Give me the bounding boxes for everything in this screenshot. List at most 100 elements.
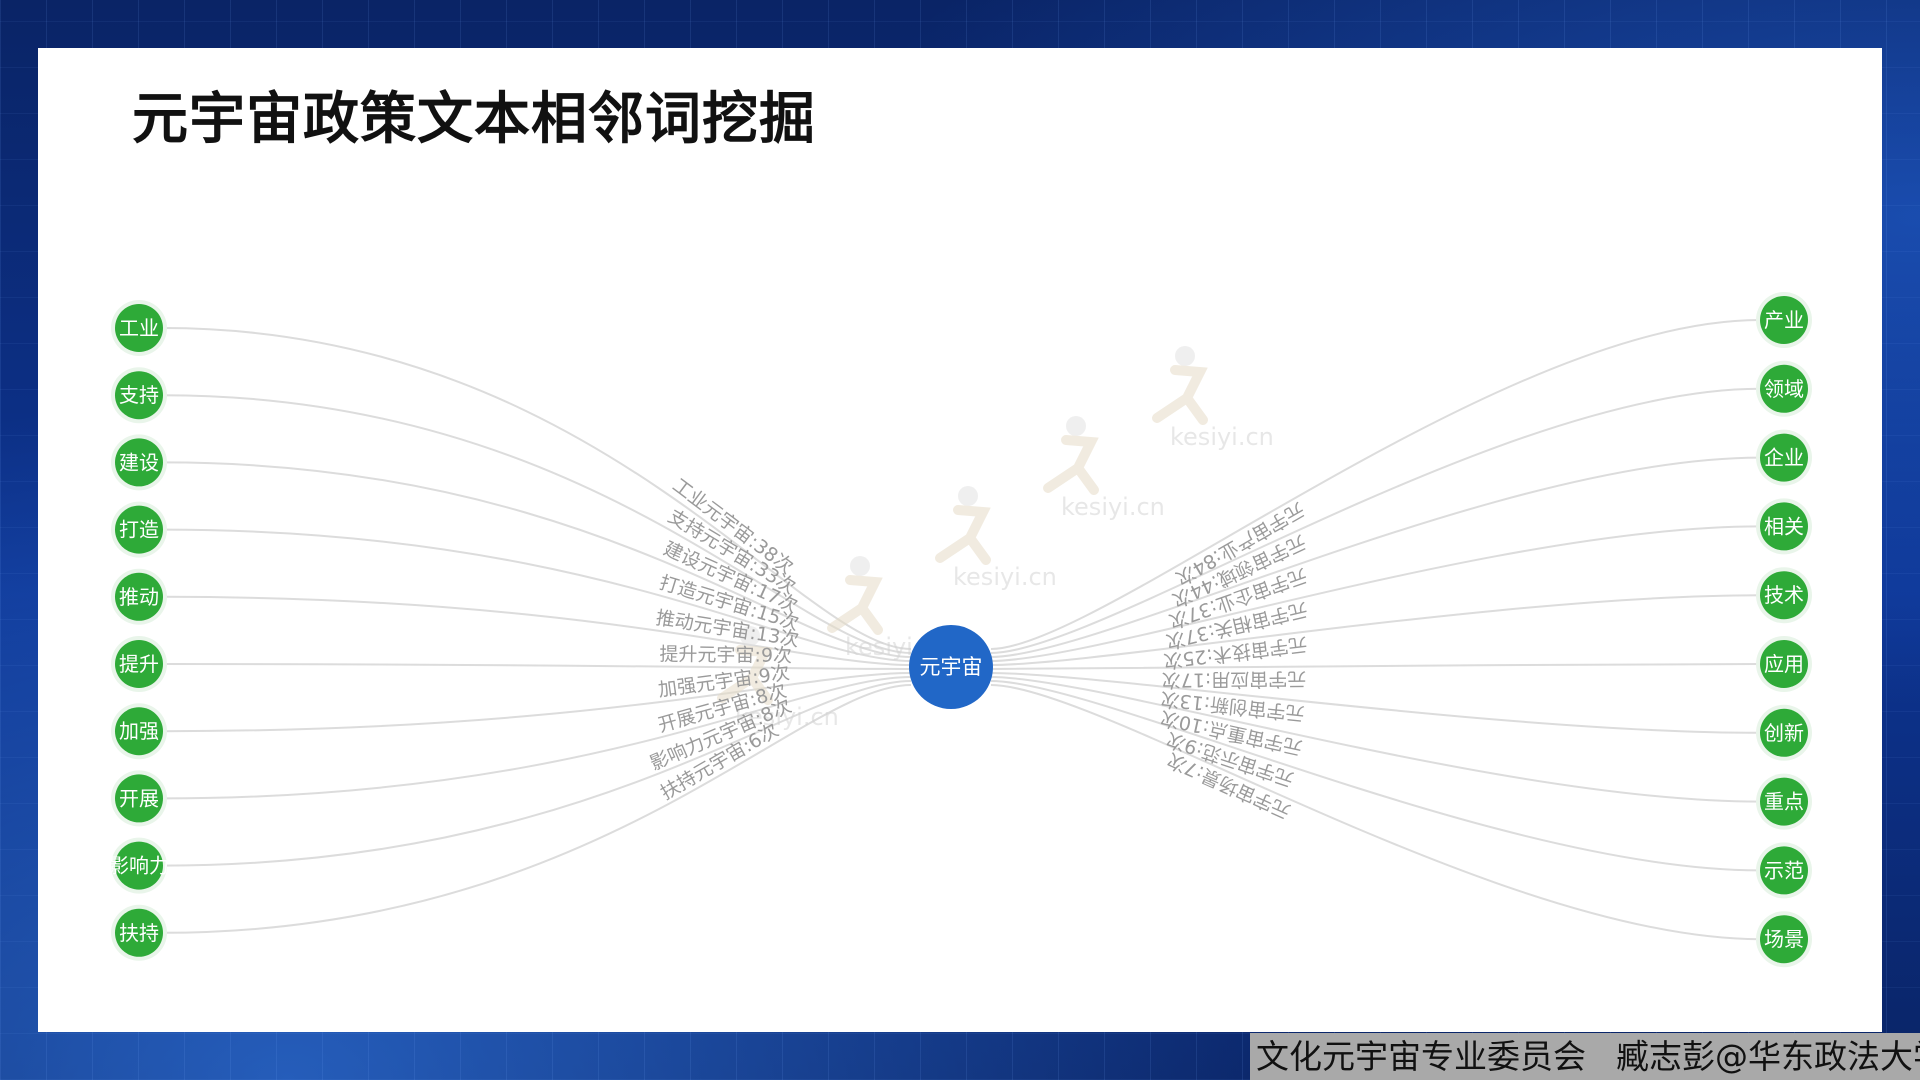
watermark-figure-body [827,575,883,635]
right-node-label: 重点 [1764,790,1804,814]
right-node-label: 场景 [1764,927,1804,951]
watermark-text: kesiyi.cn [953,563,1057,591]
right-node[interactable]: 重点 [1756,773,1812,830]
left-edge [162,461,912,658]
right-edge [990,387,1761,654]
right-node-label: 创新 [1764,721,1804,745]
left-node-label: 影响力 [109,854,169,878]
footer-org: 文化元宇宙专业委员会 [1256,1037,1586,1076]
right-node[interactable]: 场景 [1756,911,1812,968]
left-node-circle [115,371,163,420]
slide-title: 元宇宙政策文本相邻词挖掘 [132,87,816,152]
left-node[interactable]: 打造 [111,501,167,558]
watermark-figure-body [1152,365,1208,425]
right-node-circle [1760,296,1808,344]
footer-bar: 文化元宇宙专业委员会臧志彭@华东政法大学 [1250,1033,1920,1080]
watermark: kesiyi.cn [717,626,839,731]
watermark-figure-body [717,645,773,705]
left-node[interactable]: 开展 [111,770,167,827]
right-edge [990,594,1761,666]
right-node-label: 应用 [1764,652,1804,676]
right-edge [990,684,1761,941]
left-node-circle [115,505,163,554]
right-edge [990,319,1761,650]
right-node-circle [1760,915,1808,964]
footer-author: 臧志彭@华东政法大学 [1616,1037,1920,1076]
watermark-figure-head [1066,416,1086,436]
right-edge [990,456,1761,658]
left-node[interactable]: 支持 [111,367,167,424]
right-node-circle [1760,433,1808,482]
left-node-label: 提升 [119,652,159,676]
left-edge [162,528,912,662]
right-edge [990,672,1761,734]
watermark-figure-body [935,505,991,565]
right-node[interactable]: 相关 [1756,498,1812,555]
left-node-circle [115,908,163,957]
right-node[interactable]: 示范 [1756,842,1812,899]
watermark-figure-head [740,626,760,646]
right-node-label: 相关 [1764,514,1804,538]
watermark: kesiyi.cn [1043,416,1165,521]
right-node[interactable]: 技术 [1756,567,1812,624]
right-edge [990,525,1761,662]
left-node[interactable]: 影响力 [109,837,169,894]
right-node-circle [1760,777,1808,826]
right-node[interactable]: 产业 [1756,292,1812,348]
right-node[interactable]: 创新 [1756,704,1812,761]
left-node-label: 扶持 [119,921,159,945]
left-edge [162,672,912,733]
left-edge [162,595,912,666]
watermark-figure-head [850,556,870,576]
left-node[interactable]: 工业 [111,300,167,356]
left-node-circle [115,774,163,823]
right-node-label: 技术 [1764,583,1804,607]
left-edge [162,663,912,670]
left-node-circle [115,304,163,352]
right-node-circle [1760,846,1808,895]
watermark-text: kesiyi.cn [735,703,839,731]
watermark-figure-head [958,486,978,506]
right-node-circle [1760,640,1808,688]
right-node[interactable]: 企业 [1756,429,1812,486]
watermark-text: kesiyi.cn [1061,493,1165,521]
left-node[interactable]: 推动 [111,568,167,625]
left-edge [162,327,912,650]
left-node-label: 工业 [119,316,159,340]
left-edge [162,684,912,934]
left-node-circle [115,640,163,688]
center-node[interactable]: 元宇宙 [909,625,993,709]
left-node[interactable]: 扶持 [111,904,167,961]
left-node[interactable]: 建设 [111,434,167,491]
right-node[interactable]: 领域 [1756,360,1812,417]
center-node-circle [909,625,993,709]
right-edge [990,676,1761,803]
right-node-label: 领域 [1764,377,1804,401]
left-node-circle [115,438,163,487]
right-edge-label: 元宇宙应用:17次 [1162,668,1307,691]
left-node-circle [115,572,163,621]
watermark-text: kesiyi.cn [1170,423,1274,451]
left-edge [162,676,912,800]
left-node-label: 开展 [119,786,159,810]
left-node-label: 打造 [119,518,159,542]
right-node-label: 示范 [1764,858,1804,882]
watermark-figure-head [1175,346,1195,366]
right-node-circle [1760,502,1808,551]
left-node-label: 建设 [119,450,159,474]
watermark: kesiyi.cn [935,486,1057,591]
left-node[interactable]: 提升 [111,636,167,692]
left-edge-label: 提升元宇宙:9次 [659,643,792,667]
left-node[interactable]: 加强 [111,703,167,760]
left-node-label: 支持 [119,383,159,407]
right-node-label: 企业 [1764,446,1804,470]
right-node[interactable]: 应用 [1756,636,1812,692]
right-node-circle [1760,364,1808,413]
right-node-circle [1760,571,1808,620]
edge-layer [162,319,1761,941]
left-node-circle [115,707,163,756]
watermark-figure-body [1043,435,1099,495]
right-node-circle [1760,708,1808,757]
left-edge [162,680,912,867]
